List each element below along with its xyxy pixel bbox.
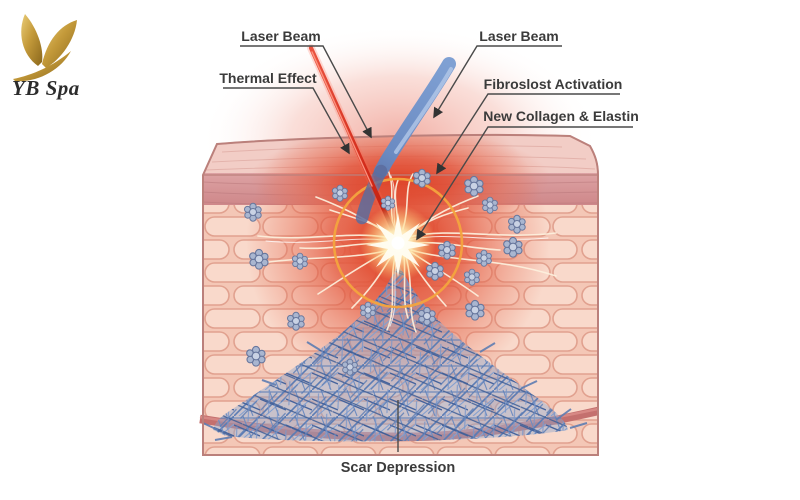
skin-block-outline	[202, 133, 599, 456]
thermal-ring	[332, 177, 464, 309]
label-thermal-effect: Thermal Effect	[219, 70, 317, 86]
annotations: Laser Beam Thermal Effect Laser Beam Fib…	[219, 28, 638, 476]
label-laser-beam-left: Laser Beam	[241, 28, 320, 44]
label-laser-beam-right: Laser Beam	[479, 28, 558, 44]
collagen-mound	[202, 262, 588, 442]
leader-line-laser-beam-right	[433, 45, 562, 119]
leader-line-new-collagen	[416, 126, 633, 241]
logo: YB Spa	[12, 14, 80, 100]
label-fibroblast-activation: Fibroslost Activation	[484, 76, 623, 92]
brand-text: YB Spa	[12, 76, 80, 100]
label-scar-depression: Scar Depression	[341, 460, 455, 476]
laser-beam-blue	[355, 57, 456, 225]
leader-line-laser-beam-left	[240, 45, 372, 139]
butterfly-icon	[13, 14, 77, 82]
glow-starburst	[360, 205, 436, 281]
collagen-stray-fibers	[202, 341, 588, 441]
leader-line-thermal-effect	[223, 87, 350, 155]
label-new-collagen: New Collagen & Elastin	[483, 108, 639, 124]
leader-line-fibroblast-activation	[436, 93, 620, 175]
